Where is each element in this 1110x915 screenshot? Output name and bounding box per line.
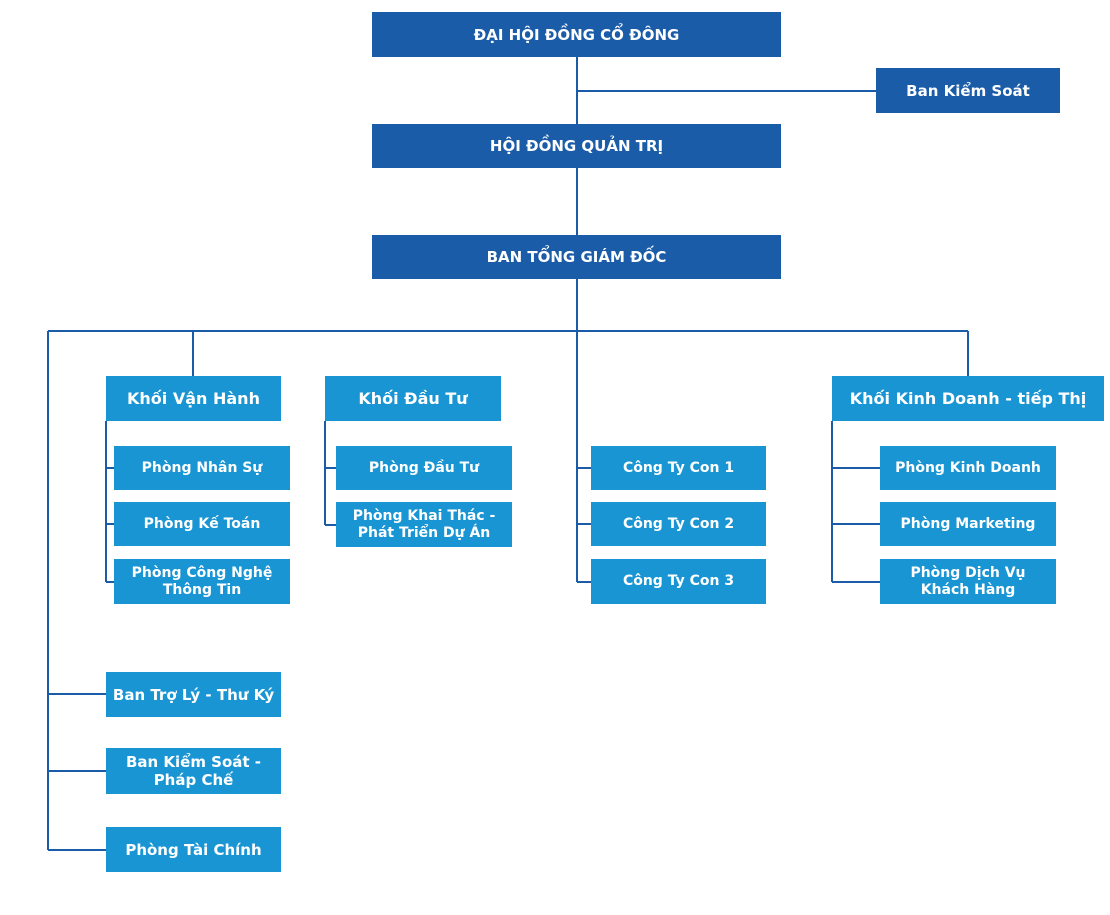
side-unit-box: Ban Kiểm Soát - Pháp Chế [106, 748, 281, 794]
department-box: Phòng Nhân Sự [114, 446, 290, 490]
department-box: Phòng Khai Thác - Phát Triển Dự Án [336, 502, 512, 547]
department-box: Phòng Dịch Vụ Khách Hàng [880, 559, 1056, 604]
investment-division-box: Khối Đầu Tư [325, 376, 501, 421]
department-box: Phòng Công Nghệ Thông Tin [114, 559, 290, 604]
subsidiary-box: Công Ty Con 1 [591, 446, 766, 490]
operations-division-box: Khối Vận Hành [106, 376, 281, 421]
board-of-directors-box: HỘI ĐỒNG QUẢN TRỊ [372, 124, 781, 168]
side-unit-box: Phòng Tài Chính [106, 827, 281, 872]
sales-marketing-division-box: Khối Kinh Doanh - tiếp Thị [832, 376, 1104, 421]
department-box: Phòng Kế Toán [114, 502, 290, 546]
side-unit-box: Ban Trợ Lý - Thư Ký [106, 672, 281, 717]
department-box: Phòng Đầu Tư [336, 446, 512, 490]
shareholders-meeting-box: ĐẠI HỘI ĐỒNG CỔ ĐÔNG [372, 12, 781, 57]
subsidiary-box: Công Ty Con 3 [591, 559, 766, 604]
supervisory-board-box: Ban Kiểm Soát [876, 68, 1060, 113]
department-box: Phòng Kinh Doanh [880, 446, 1056, 490]
department-box: Phòng Marketing [880, 502, 1056, 546]
subsidiary-box: Công Ty Con 2 [591, 502, 766, 546]
executive-board-box: BAN TỔNG GIÁM ĐỐC [372, 235, 781, 279]
